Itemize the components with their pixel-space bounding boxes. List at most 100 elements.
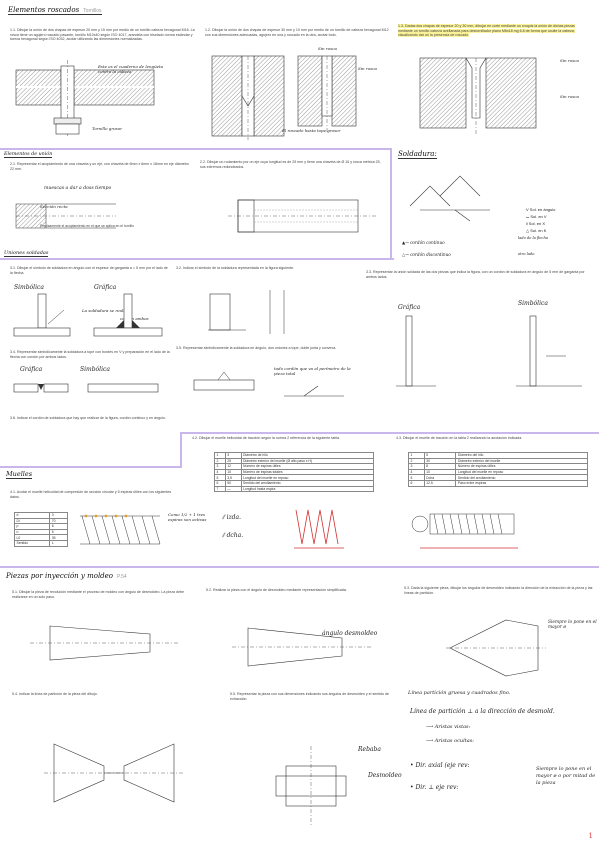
annotation: El roscado hasta tope grosor (282, 128, 341, 133)
annotation: Precisamente el acoplamiento en el que s… (40, 224, 134, 228)
exercise-1-3-text: 1.3. Dadas dos chapas de espesor 20 y 30… (398, 24, 575, 38)
moulded-part-5-3 (446, 619, 546, 677)
annotation: Tornillo grosor (92, 126, 123, 131)
annotation: ángulo desmoldeo (322, 630, 378, 637)
annotation: ⟶ Aristas vistas: (426, 724, 471, 730)
tension-spring-drawing-2 (411, 513, 518, 549)
butt-weld-figure (13, 383, 159, 393)
weld-symbol-item: ‖ Sol. en X (526, 221, 546, 226)
section-title-elementos-union: Elementos de unión (4, 152, 53, 158)
exercise-2-1-text: 2.1. Representar el acoplamiento de una … (10, 162, 189, 171)
compression-spring-drawing (80, 514, 161, 545)
label-grafica: Gráfica (94, 284, 117, 291)
label-simbolica-3-3: Simbólica (518, 300, 548, 307)
section-title-soldadura: Soldadura: (398, 150, 437, 159)
annotation: • Dir. ⊥ eje rev: (410, 784, 459, 791)
annotation: Sin rosca (560, 94, 579, 99)
divider (0, 258, 394, 260)
exercise-4-3-text: 4.3. Dibujar el muelle de tracción en la… (396, 436, 523, 440)
annotation: Como 1/2 + 1 tres espiras son activas (168, 512, 207, 522)
annotation: todo cordón que va al perímetro de la pi… (274, 366, 351, 376)
weld-figure-3-2 (208, 290, 285, 334)
divider (0, 566, 599, 568)
shaft-keyway-drawing (15, 203, 116, 229)
exercise-4-2-text: 4.2. Dibujar el muelle helicoidal de tra… (192, 436, 341, 440)
fillet-weld-symbolic (13, 293, 71, 337)
shaft-bearing-drawing (228, 199, 376, 233)
exercise-3-4-text: 3.4. Representar simbólicamente la solda… (10, 350, 170, 359)
weld-figure-3-3 (396, 315, 582, 387)
exercise-3-2-text: 3.2. Indicar el símbolo de la soldadura … (176, 266, 295, 270)
annotation: Sin rosca (318, 46, 337, 51)
table-row: 7—Longitud hasta espira (214, 485, 375, 493)
annotation: lado de la flecha (518, 236, 548, 240)
bolt-assembly-drawing (15, 60, 155, 138)
weld-figure-3-5 (193, 371, 344, 397)
exercise-5-5-text: 5.5. Representar la pieza con sus dimens… (230, 692, 390, 701)
annotation: Desmoldeo (368, 772, 402, 779)
annotation: ▲→ cordón continuo (402, 240, 445, 245)
exercise-5-3-text: 5.3. Dada la siguiente pieza, dibujar lo… (404, 586, 593, 595)
annotation: ⟶ Aristas ocultas: (426, 738, 474, 744)
exercise-3-5-text: 3.5. Representar simbólicamente la solda… (176, 346, 337, 350)
exercise-3-1-text: 3.1. Dibujar el símbolo de soldadura en … (10, 266, 168, 275)
annotation: cordón ambos (120, 316, 149, 321)
annotation: Rebaba (358, 746, 381, 753)
weld-symbol-item: V Sol. en ángulo (526, 207, 556, 212)
divider (390, 148, 392, 260)
annotation: △→ cordón discontinuo (402, 252, 451, 257)
divider (180, 432, 182, 468)
label-grafica-3-4: Gráfica (20, 366, 43, 373)
exercise-3-3-text: 3.3. Representar la unión soldada de las… (366, 270, 585, 279)
annotation: Siempre lo pone en el mayor ø (548, 620, 597, 630)
exercise-1-2-text: 1.2. Dibujar la unión de dos chapas de e… (205, 28, 389, 37)
section-title-muelles: Muelles (6, 470, 33, 479)
weld-symbol-item: △ Sol. en K (526, 228, 547, 233)
moulded-part-5-4 (44, 743, 184, 803)
annotation: La soldadura se realiza (82, 308, 130, 313)
annotation: otro lado (518, 252, 535, 256)
page-number: 1 (588, 832, 593, 840)
annotation: Este es el cuaderno de lengüeta contra l… (98, 64, 164, 74)
exercise-2-2-text: 2.2. Dibujar un rodamiento por un eje cu… (200, 160, 381, 169)
exercise-1-1-text: 1.1. Dibujar la unión de dos chapas de e… (10, 28, 195, 42)
bolt-threaded-hole-drawing-2 (297, 55, 357, 134)
label-simbolica-3-4: Simbólica (80, 366, 110, 373)
weld-symbol-list: V Sol. en ángulo ⌴ Sol. en V ‖ Sol. en X… (526, 206, 555, 234)
label-izda: ⫽ izda. (222, 514, 241, 521)
label-grafica-3-3: Gráfica (398, 304, 421, 311)
annotation: Sin rosca (560, 58, 579, 63)
section-title-uniones-soldadas: Uniones soldadas (4, 250, 49, 257)
annotation: Línea partición gruesa y cuadrados fino. (408, 690, 511, 696)
label-dcha: ⫽ dcha. (222, 532, 244, 539)
moulded-part-5-1 (30, 625, 180, 661)
exercise-4-1-text: 4.1. Acotar el muelle helicoidal de comp… (10, 490, 172, 499)
moulded-part-5-5 (275, 746, 347, 826)
label-simbolica: Simbólica (14, 284, 44, 291)
annotation: Sin rosca (358, 66, 377, 71)
exercise-3-6-text: 3.6. Indicar el cordón de soldadura que … (10, 416, 166, 420)
weld-types-sketch (409, 175, 490, 222)
fillet-weld-graphic (93, 293, 163, 337)
annotation: • Dir. axial (eje rev: (410, 762, 470, 769)
tension-spring-drawing (294, 509, 344, 549)
bolt-threaded-hole-drawing (211, 55, 285, 140)
annotation: muescas a dar a doss tiempo (44, 186, 112, 191)
weld-symbol-item: ⌴ Sol. en V (526, 214, 547, 219)
